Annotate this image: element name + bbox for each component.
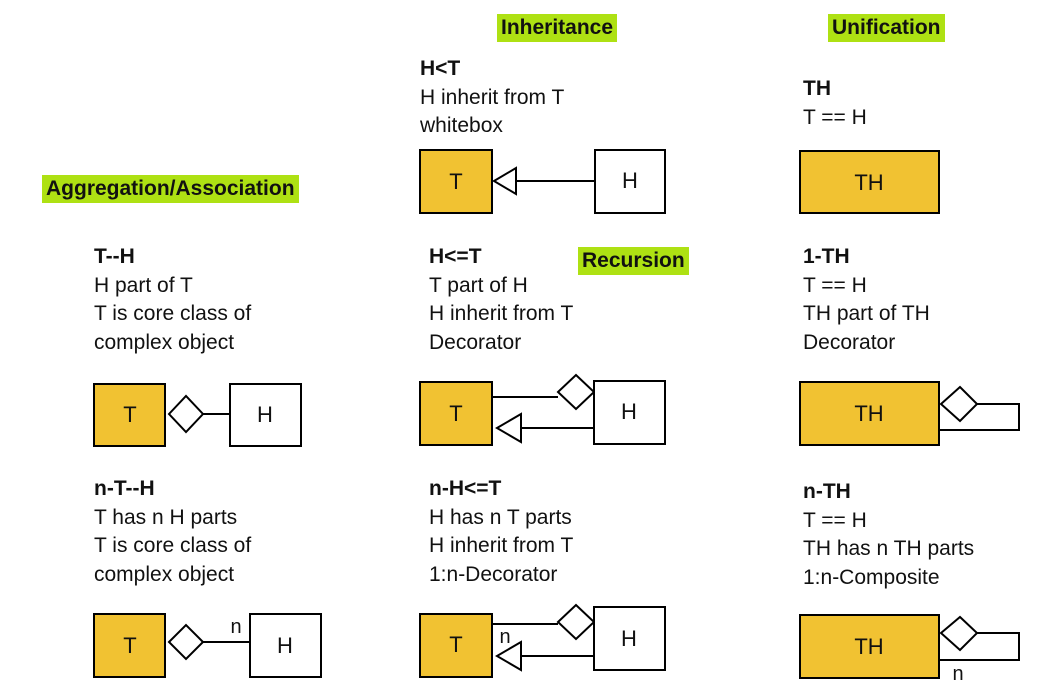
multiplicity-label: n xyxy=(499,626,510,648)
block-line: T part of H xyxy=(429,273,528,297)
block-title: TH xyxy=(803,77,831,100)
block-title: n-T--H xyxy=(94,477,155,500)
block-line: H inherit from T xyxy=(429,534,574,557)
box-label: TH xyxy=(854,401,883,426)
diagram-n-th xyxy=(799,614,1020,679)
block-line: T is core class of xyxy=(94,302,252,325)
box-h xyxy=(593,606,666,671)
block-title: 1-TH xyxy=(803,245,850,268)
box-label: T xyxy=(123,402,136,427)
box-label: T xyxy=(449,401,462,426)
aggregation-diamond-icon xyxy=(939,385,979,423)
box-h xyxy=(229,383,302,447)
block-line: T is core class of xyxy=(94,534,252,557)
block-title: n-H<=T xyxy=(429,477,502,500)
aggregation-diamond-icon xyxy=(556,603,596,641)
diagram-n-h-le-t xyxy=(419,603,666,678)
block-line: Decorator xyxy=(803,330,896,354)
block-line: T has n H parts xyxy=(94,505,238,529)
box-label: T xyxy=(123,633,136,658)
inheritance-arrow-icon xyxy=(495,412,522,444)
inheritance-arrow-icon xyxy=(492,166,517,196)
box-th xyxy=(799,614,940,679)
header-recursion: Recursion xyxy=(578,247,689,275)
diagram-1-th xyxy=(799,381,1020,446)
box-th xyxy=(799,381,940,446)
block-line: T == H xyxy=(803,508,867,532)
diagram-unification xyxy=(799,150,940,214)
block-line: TH part of TH xyxy=(803,302,930,325)
header-unification: Unification xyxy=(828,14,945,42)
block-h-le-t: H<=T T part of H H inherit from T Decora… xyxy=(429,243,573,357)
header-aggregation-association: Aggregation/Association xyxy=(42,175,299,203)
header-inheritance: Inheritance xyxy=(497,14,618,42)
block-line: 1:n-Decorator xyxy=(429,562,558,586)
block-line: T == H xyxy=(803,105,867,129)
block-line: H inherit from T xyxy=(429,302,574,325)
block-line: H part of T xyxy=(94,273,193,297)
aggregation-diamond-icon xyxy=(167,394,205,434)
box-label: H xyxy=(622,168,638,193)
block-title: T--H xyxy=(94,245,135,268)
multiplicity-label: n xyxy=(952,663,963,685)
aggregation-diamond-icon xyxy=(939,615,979,652)
box-label: H xyxy=(277,633,293,658)
block-th: TH T == H xyxy=(803,75,867,132)
diagram-inheritance xyxy=(419,149,666,214)
box-h xyxy=(593,380,666,445)
block-line: complex object xyxy=(94,330,235,354)
block-line: complex object xyxy=(94,562,235,586)
block-line: whitebox xyxy=(420,114,503,137)
box-label: T xyxy=(449,632,462,657)
block-line: H has n T parts xyxy=(429,505,572,529)
connector-line xyxy=(939,632,1020,661)
box-t xyxy=(93,613,166,678)
block-n-h-le-t: n-H<=T H has n T parts H inherit from T … xyxy=(429,475,573,589)
box-t xyxy=(419,381,493,446)
box-label: H xyxy=(257,402,273,427)
block-h-lt-t: H<T H inherit from T whitebox xyxy=(420,55,564,141)
box-label: TH xyxy=(854,170,883,195)
connector-line xyxy=(939,403,1020,431)
block-line: H inherit from T xyxy=(420,85,565,109)
aggregation-diamond-icon xyxy=(167,623,205,661)
aggregation-diamond-icon xyxy=(556,373,596,411)
block-line: T == H xyxy=(803,273,867,297)
box-t xyxy=(93,383,166,447)
block-line: 1:n-Composite xyxy=(803,565,940,589)
box-th xyxy=(799,150,940,214)
block-line: Decorator xyxy=(429,330,522,354)
diagram-n-t-h xyxy=(93,613,322,678)
block-n-t-h: n-T--H T has n H parts T is core class o… xyxy=(94,475,251,589)
box-label: TH xyxy=(854,634,883,659)
block-title: H<=T xyxy=(429,245,482,268)
block-line: TH has n TH parts xyxy=(803,537,975,560)
diagram-decorator xyxy=(419,373,666,446)
block-title: n-TH xyxy=(803,480,851,503)
box-h xyxy=(249,613,322,678)
block-title: H<T xyxy=(420,57,461,80)
block-n-th: n-TH T == H TH has n TH parts 1:n-Compos… xyxy=(803,478,974,592)
box-t xyxy=(419,149,493,214)
multiplicity-label: n xyxy=(230,616,241,638)
box-h xyxy=(594,149,666,214)
block-t-h: T--H H part of T T is core class of comp… xyxy=(94,243,251,357)
box-label: H xyxy=(621,399,637,424)
box-label: T xyxy=(449,169,462,194)
box-t xyxy=(419,613,493,678)
block-1-th: 1-TH T == H TH part of TH Decorator xyxy=(803,243,930,357)
box-label: H xyxy=(621,626,637,651)
diagram-aggregation xyxy=(93,383,302,447)
